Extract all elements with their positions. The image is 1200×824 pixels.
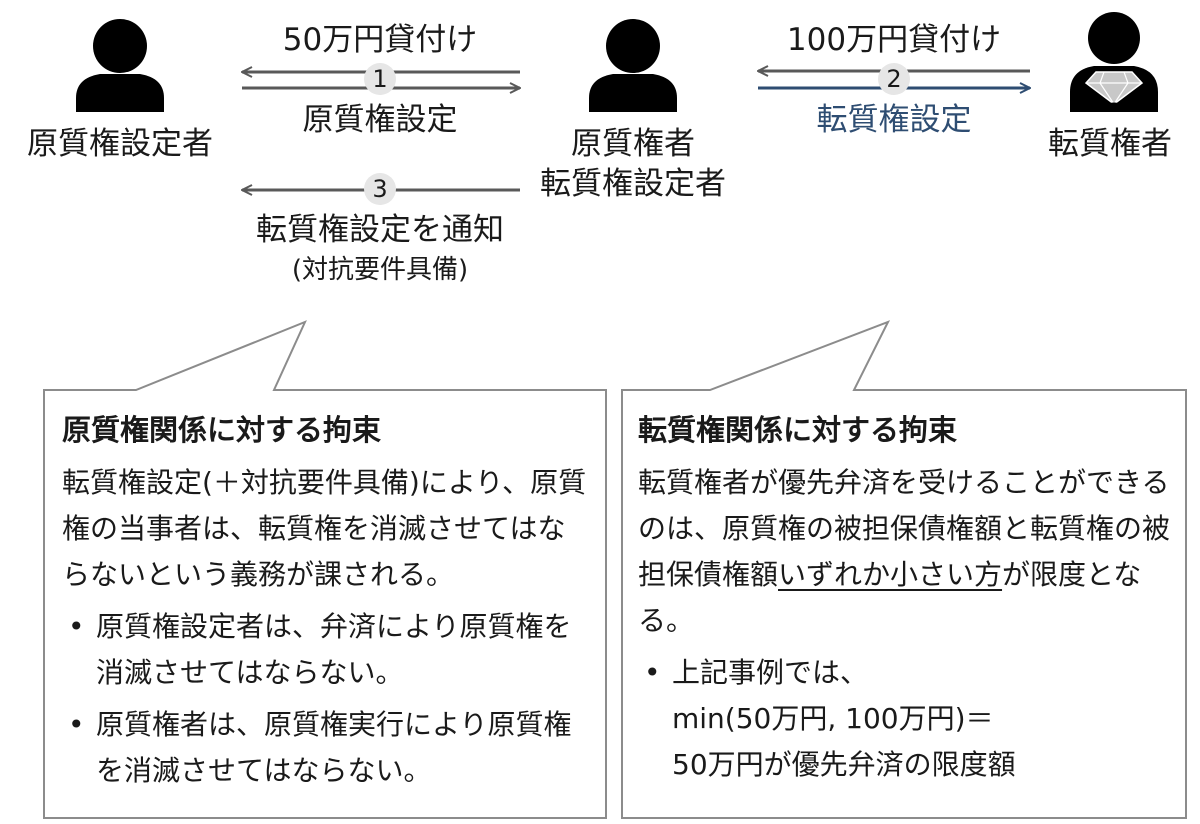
pledgee-label-line2: 転質権設定者 <box>540 166 726 202</box>
pledgor-label: 原質権設定者 <box>27 126 213 162</box>
left-box-bullet-1: 原質権設定者は、弁済により原質権を消滅させてはならない。 <box>62 604 592 696</box>
flow-2-badge <box>878 63 910 95</box>
pledgee-label-line1: 原質権者 <box>571 126 695 162</box>
right-box-bullet-line3: 50万円が優先弁済の限度額 <box>672 748 1016 781</box>
pledgee-person-icon <box>589 19 677 112</box>
right-constraint-box: 転質権関係に対する拘束 転質権者が優先弁済を受けることができるのは、原質権の被担… <box>638 410 1172 788</box>
right-box-body-post: が限度となる。 <box>638 558 1142 637</box>
flow-1-top-label: 50万円貸付け <box>282 22 478 58</box>
flow-1-number: 1 <box>372 65 388 93</box>
left-constraint-box: 原質権関係に対する拘束 転質権設定(＋対抗要件具備)により、原質権の当事者は、転… <box>62 410 592 794</box>
flow-2-bottom-label: 転質権設定 <box>816 102 972 138</box>
flow-3-number: 3 <box>372 175 388 203</box>
right-box-paragraph: 転質権者が優先弁済を受けることができるのは、原質権の被担保債権額と転質権の被担保… <box>638 460 1172 644</box>
right-box-title: 転質権関係に対する拘束 <box>638 413 958 447</box>
flow-3-sublabel: (対抗要件具備) <box>291 255 469 285</box>
flow-2-top-label: 100万円貸付け <box>786 22 1002 58</box>
right-box-bullet: 上記事例では、 min(50万円, 100万円)＝ 50万円が優先弁済の限度額 <box>638 650 1172 788</box>
left-box-paragraph: 転質権設定(＋対抗要件具備)により、原質権の当事者は、転質権を消滅させてはならな… <box>62 466 587 591</box>
flow-2-number: 2 <box>886 65 902 93</box>
left-box-body: 転質権設定(＋対抗要件具備)により、原質権の当事者は、転質権を消滅させてはならな… <box>62 460 592 598</box>
right-box-bullet-line1: 上記事例では、 <box>672 656 869 689</box>
flow-1-bottom-label: 原質権設定 <box>302 102 458 138</box>
sub-pledgee-label: 転質権者 <box>1048 126 1172 162</box>
left-box-bullet-2: 原質権者は、原質権実行により原質権を消滅させてはならない。 <box>62 702 592 794</box>
flow-3-badge <box>364 173 396 205</box>
right-box-body: 転質権者が優先弁済を受けることができるのは、原質権の被担保債権額と転質権の被担保… <box>638 460 1172 644</box>
right-box-bullet-line2: min(50万円, 100万円)＝ <box>672 702 994 735</box>
flow-1-badge <box>364 63 396 95</box>
flow-3-label: 転質権設定を通知 <box>256 212 504 248</box>
sub-pledgee-person-holding-diamond-icon <box>1070 12 1158 112</box>
left-box-title: 原質権関係に対する拘束 <box>62 413 382 447</box>
right-box-body-underlined: いずれか小さい方 <box>778 558 1003 591</box>
right-box-body-pre: 転質権者が優先弁済を受けることができるのは、原質権の被担保債権額と転質権の被担保… <box>638 466 1171 591</box>
pledgor-person-icon <box>76 19 164 112</box>
